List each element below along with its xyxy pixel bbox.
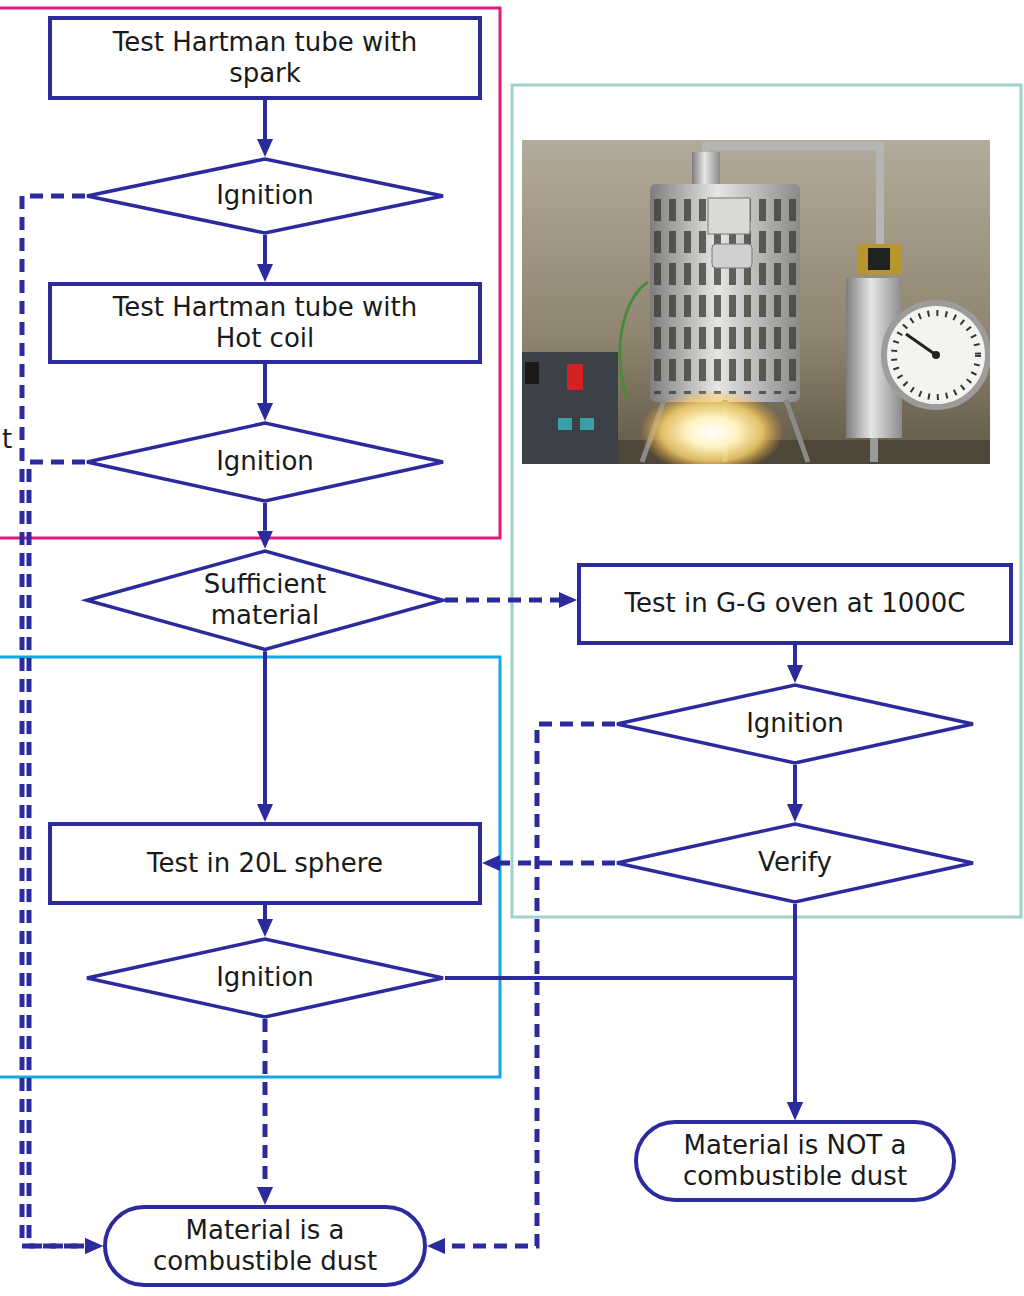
node-text: Test in 20L sphere <box>147 848 383 879</box>
pipe <box>870 438 878 462</box>
cable <box>620 282 648 400</box>
diamond-shape <box>617 824 973 902</box>
node-text: Ignition <box>216 180 314 211</box>
decision-diamond: Ignition <box>85 157 445 235</box>
diamond-shape <box>87 939 443 1017</box>
solenoid <box>868 248 890 270</box>
process-box: Test Hartman tube with Hot coil <box>48 282 482 364</box>
sphere-region <box>0 657 500 1077</box>
dashed-connector <box>445 597 559 602</box>
flow-arrow <box>263 364 267 403</box>
gauge-hub <box>932 351 940 359</box>
flow-arrow <box>263 905 267 919</box>
display <box>525 362 539 384</box>
node-text: Ignition <box>216 446 314 477</box>
flow-arrow <box>793 765 797 804</box>
oven-slots <box>650 192 800 394</box>
oven-neck <box>692 152 720 186</box>
decision-diamond: Ignition <box>615 683 975 765</box>
process-box: Test in 20L sphere <box>48 822 482 905</box>
node-text: Sufficient material <box>155 569 375 631</box>
flow-arrow <box>263 100 267 139</box>
node-text: Material is NOT a combustible dust <box>678 1130 912 1192</box>
flow-arrow <box>263 235 267 264</box>
cropped-label: t <box>2 424 12 455</box>
decision-diamond: Ignition <box>85 421 445 503</box>
process-box: Test Hartman tube with spark <box>48 16 482 100</box>
oven-photo <box>522 140 990 464</box>
dashed-connector <box>500 861 615 866</box>
brass-valve <box>858 244 902 274</box>
leg <box>786 400 808 462</box>
flow-arrow <box>263 503 267 531</box>
button <box>580 418 594 430</box>
node-text: Test Hartman tube with spark <box>86 27 444 89</box>
warning-plate <box>708 198 750 234</box>
flow-arrow <box>263 651 267 804</box>
terminal-box: Material is a combustible dust <box>103 1205 427 1287</box>
flow-arrow <box>793 645 797 665</box>
dashed-connector <box>263 1019 268 1187</box>
flow-arrow <box>445 978 795 1102</box>
pressure-gauge <box>884 303 988 407</box>
decision-diamond: Verify <box>615 822 975 904</box>
dust-flame <box>640 390 784 464</box>
gauge-needle <box>906 334 936 355</box>
decision-diamond: Ignition <box>85 937 445 1019</box>
control-box <box>522 352 618 464</box>
process-box: Test in G-G oven at 1000C <box>577 563 1013 645</box>
node-text: Test Hartman tube with Hot coil <box>86 292 444 354</box>
diamond-shape <box>87 423 443 501</box>
hartmann-region <box>0 8 500 538</box>
dashed-connector <box>445 724 615 1246</box>
node-text: Ignition <box>746 708 844 739</box>
gauge-ticks <box>894 313 978 397</box>
diamond-shape <box>87 159 443 233</box>
brand-plate <box>712 244 752 268</box>
red-switch <box>567 364 583 390</box>
node-text: Test in G-G oven at 1000C <box>624 588 965 619</box>
node-text: Material is a combustible dust <box>147 1215 383 1277</box>
oven-region <box>512 85 1021 917</box>
node-text: Ignition <box>216 962 314 993</box>
terminal-box: Material is NOT a combustible dust <box>634 1120 956 1202</box>
oven-cylinder <box>650 184 800 402</box>
decision-diamond: Sufficient material <box>85 549 445 651</box>
button <box>558 418 572 430</box>
node-text: Verify <box>758 847 832 878</box>
diamond-shape <box>617 685 973 763</box>
diamond-shape <box>87 551 443 649</box>
